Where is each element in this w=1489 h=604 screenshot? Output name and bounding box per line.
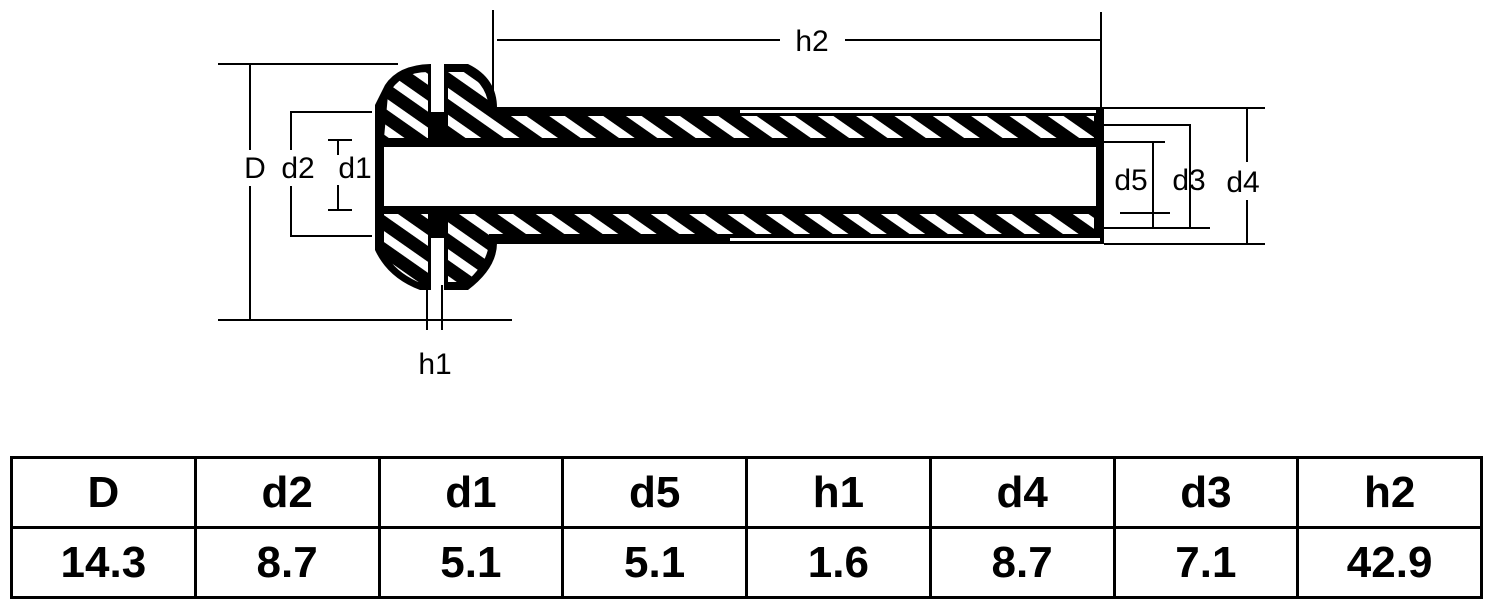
top-wall-hatch — [489, 116, 1094, 138]
outer-strip-bottom — [730, 238, 1100, 241]
head-hatch-bottom — [384, 214, 428, 282]
table-cell: 7.1 — [1112, 526, 1300, 599]
table-header-cell: d4 — [928, 456, 1116, 529]
part-body — [375, 64, 1104, 298]
bore — [384, 147, 1096, 206]
label-d5: d5 — [1114, 164, 1147, 197]
label-d3: d3 — [1172, 164, 1205, 197]
label-h2: h2 — [795, 25, 828, 58]
table-row: 14.3 8.7 5.1 5.1 1.6 8.7 7.1 42.9 — [10, 526, 1483, 599]
label-D: D — [244, 152, 266, 185]
label-d4: d4 — [1226, 166, 1259, 199]
table-cell: 42.9 — [1296, 526, 1483, 599]
table-cell: 14.3 — [10, 526, 197, 599]
head-hatch-bottom-right — [448, 214, 489, 282]
bottom-wall-hatch — [489, 214, 1094, 234]
table-header-row: D d2 d1 d5 h1 d4 d3 h2 — [10, 456, 1483, 529]
table-header-cell: D — [10, 456, 197, 529]
dimension-labels: h2 D d2 d1 h1 d5 d3 d4 — [244, 25, 1260, 381]
label-d1: d1 — [338, 152, 371, 185]
dimensions-table: D d2 d1 d5 h1 d4 d3 h2 14.3 8.7 5.1 5.1 … — [10, 456, 1483, 599]
slot-top — [431, 64, 444, 112]
table-header-cell: d3 — [1112, 456, 1300, 529]
label-h1: h1 — [418, 348, 451, 381]
table-header-cell: d2 — [193, 456, 381, 529]
table-cell: 5.1 — [377, 526, 565, 599]
table-header-cell: h1 — [745, 456, 932, 529]
head-hatch-top — [384, 72, 428, 138]
table-cell: 5.1 — [561, 526, 748, 599]
table-header-cell: d1 — [377, 456, 565, 529]
table-header-cell: d5 — [561, 456, 748, 529]
outer-strip-top — [740, 110, 1096, 113]
slot-bottom — [431, 238, 444, 298]
head-hatch-top-right — [448, 72, 489, 138]
table-cell: 8.7 — [193, 526, 381, 599]
dimension-lines — [218, 10, 1265, 330]
table-cell: 8.7 — [928, 526, 1116, 599]
table-cell: 1.6 — [745, 526, 932, 599]
bushing-cross-section-diagram: h2 D d2 d1 h1 d5 d3 d4 — [218, 10, 1265, 381]
label-d2: d2 — [281, 152, 314, 185]
table-header-cell: h2 — [1296, 456, 1483, 529]
